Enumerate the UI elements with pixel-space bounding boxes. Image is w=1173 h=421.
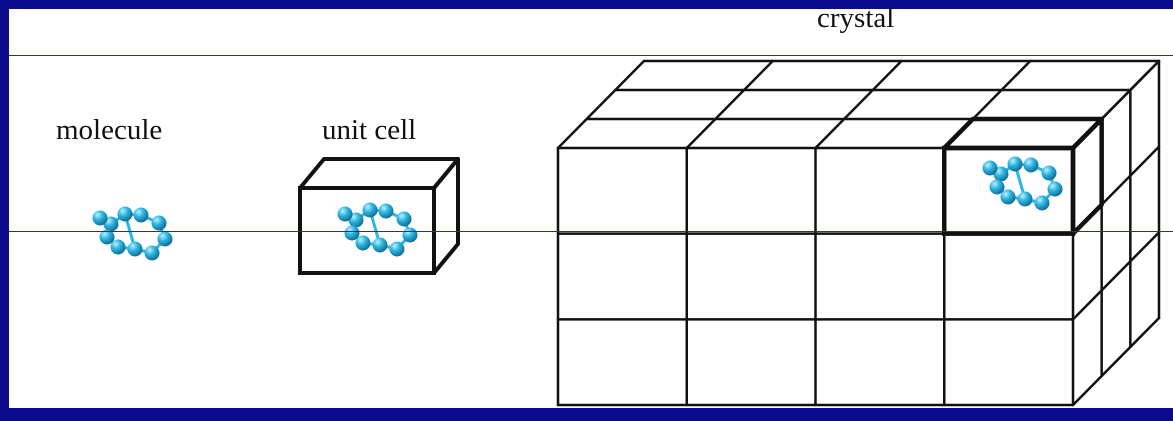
molecule-atom — [110, 239, 126, 255]
molecule-atom — [396, 211, 412, 227]
molecule-in-crystal-cell — [982, 156, 1063, 211]
molecule-atom — [337, 206, 353, 222]
molecule-atom — [378, 203, 394, 219]
molecule-atom — [372, 237, 388, 253]
molecule-atom — [1017, 191, 1033, 207]
molecule-atom — [993, 166, 1009, 182]
molecule-atom — [151, 215, 167, 231]
unit-cell-front-face — [298, 186, 436, 275]
molecule-atom — [355, 235, 371, 251]
crystal-top-depth-line — [685, 59, 774, 150]
molecule-atom — [1023, 157, 1039, 173]
molecule-atom — [157, 231, 173, 247]
unit-cell-top-face — [298, 157, 460, 190]
molecule-atom — [348, 212, 364, 228]
molecule-in-unit-cell — [337, 202, 418, 257]
molecule-atom — [1034, 195, 1050, 211]
molecule-atom — [144, 245, 160, 261]
molecule-atom — [103, 216, 119, 232]
left-frame-bar — [0, 0, 9, 421]
molecule-label: molecule — [56, 114, 163, 146]
unit-cell-label: unit cell — [322, 114, 417, 146]
crystal-side-depth-line — [1071, 231, 1161, 321]
molecule-atom — [989, 179, 1005, 195]
crystal-block — [556, 59, 1161, 407]
horizontal-guide-line-top — [9, 55, 1173, 56]
crystal-highlighted-cell-side — [1070, 116, 1104, 236]
molecule-atom — [1041, 165, 1057, 181]
molecule-atom — [389, 241, 405, 257]
crystal-top-depth-line — [814, 59, 903, 150]
crystal-top-depth-line — [556, 59, 646, 150]
horizontal-guide-line-middle — [9, 231, 1173, 232]
molecule-atom — [127, 241, 143, 257]
molecule-atom — [982, 160, 998, 176]
molecule-standalone — [92, 206, 173, 261]
molecule-atom — [402, 227, 418, 243]
molecule-atom — [344, 225, 360, 241]
unit-cell-box — [298, 157, 460, 275]
unit-cell-side-face — [432, 157, 460, 275]
top-frame-bar — [0, 0, 1173, 9]
molecule-atom — [1047, 181, 1063, 197]
crystal-side-depth-line — [1071, 316, 1161, 407]
crystal-label: crystal — [817, 2, 895, 34]
molecule-atom — [1000, 189, 1016, 205]
crystal-highlighted-cell-front — [942, 145, 1076, 236]
molecule-atom — [117, 206, 133, 222]
molecule-atom — [92, 210, 108, 226]
molecule-atom — [1007, 156, 1023, 172]
bottom-frame-bar — [0, 408, 1173, 421]
molecule-atom — [99, 229, 115, 245]
molecule-atom — [362, 202, 378, 218]
molecule-atom — [133, 207, 149, 223]
